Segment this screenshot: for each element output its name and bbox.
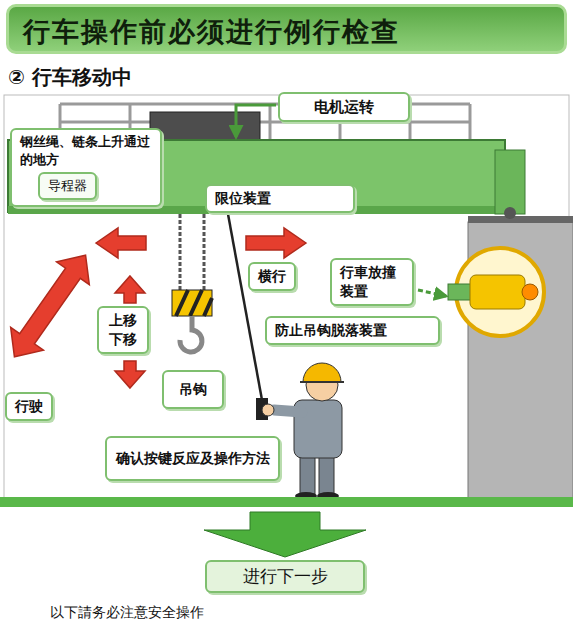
bumper-leader [418,290,446,296]
box-label: 确认按键反应及操作方法 [111,449,274,468]
handrail [269,104,272,140]
box-label: 横行 [258,267,286,286]
direction-arrow [96,228,146,258]
direction-arrow [0,244,102,369]
box-label: 进行下一步 [215,565,355,588]
box-label: 限位装置 [215,189,345,208]
box-label: 导程器 [48,177,87,195]
callout-box: 吊钩 [162,370,224,409]
caption: 以下請务必注意安全操作 [50,604,204,622]
section-label: ② 行车移动中 [8,64,132,91]
box-label: 钢丝绳、链条上升通过的地方 [20,133,152,168]
callout-box: 上移 下移 [97,306,149,354]
bumper-leader [418,290,446,296]
box-label: 吊钩 [170,380,216,399]
box-label: 防止吊钩脱落装置 [275,321,430,340]
motor-leader [236,105,276,137]
callout-box: 进行下一步 [205,560,365,593]
callout-box: 钢丝绳、链条上升通过的地方导程器 [10,128,162,207]
bumper-detail [448,248,544,336]
bumper-detail [522,284,538,300]
crane-beam [504,207,516,219]
hook [172,290,212,316]
operator [274,410,302,412]
callout-box: 行車放撞装置 [330,258,414,306]
title-text: 行车操作前必须进行例行检查 [9,7,564,50]
callout-box: 限位装置 [205,184,355,213]
chain [180,214,204,291]
operator [300,381,344,383]
hook [180,316,202,352]
box-label: 上移 下移 [107,311,139,349]
bumper-detail [470,275,525,309]
inner-box: 导程器 [38,172,97,200]
chain [203,214,206,291]
direction-arrow [115,361,145,388]
direction-arrow [0,228,306,388]
operator [262,404,274,416]
box-label: 行車放撞装置 [340,263,404,301]
title-band: 行车操作前必须进行例行检查 [6,4,567,54]
next-step-arrow [204,512,366,557]
hook [172,290,212,352]
motor [150,112,260,140]
floor [0,497,573,507]
hook [176,290,212,316]
callout-box: 防止吊钩脱落装置 [265,316,440,345]
box-label: 行驶 [15,397,43,416]
motor-leader [236,105,276,137]
direction-arrow [246,228,306,258]
column [468,216,573,223]
operator [303,363,341,382]
direction-arrow [115,276,145,303]
callout-box: 横行 [248,262,296,291]
next-step-arrow [204,512,366,557]
crane-beam [495,150,525,214]
callout-box: 电机运转 [278,92,410,122]
motor [150,112,260,140]
callout-box: 确认按键反应及操作方法 [105,436,280,481]
box-label: 电机运转 [288,97,400,117]
floor [0,497,573,507]
handrail [469,104,472,140]
chain [179,214,182,291]
callout-box: 行驶 [5,392,53,421]
